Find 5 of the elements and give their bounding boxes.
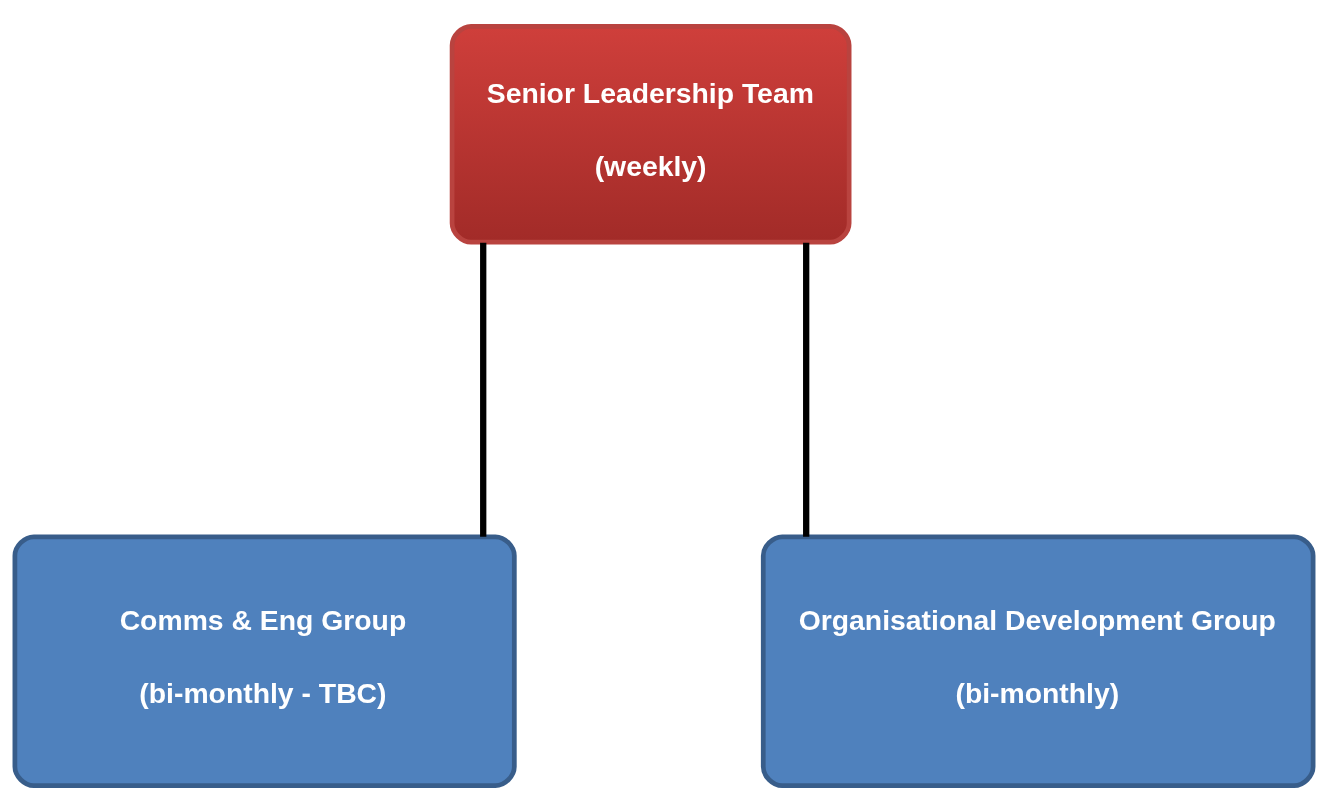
node-box: Comms & Eng Group (bi-monthly - TBC) <box>12 534 517 789</box>
node-box: Organisational Development Group (bi-monthly) <box>760 534 1316 789</box>
connector <box>480 242 487 537</box>
connector <box>803 242 810 537</box>
node-box: Senior Leadership Team (weekly) <box>449 23 852 245</box>
